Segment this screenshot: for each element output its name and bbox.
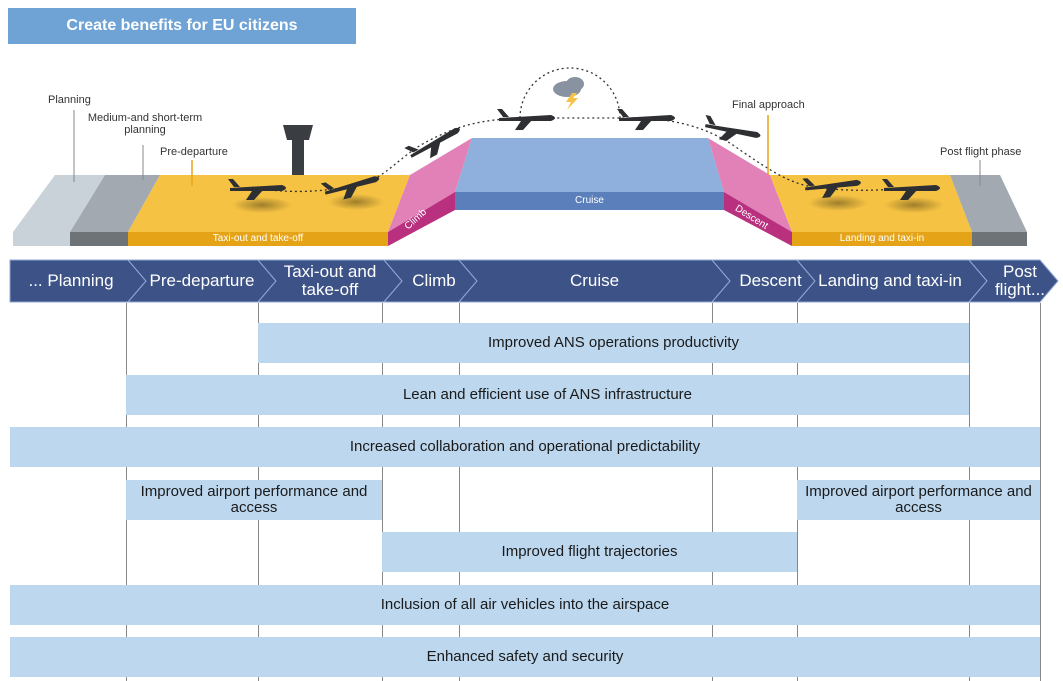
phase-post-flight: Post flight... (994, 262, 1046, 299)
benefit-airport-performance-arrival: Improved airport performance and access (797, 480, 1040, 520)
phase-cruise: Cruise (569, 271, 620, 290)
phase-planning: ... Planning (28, 271, 114, 290)
benefit-collaboration: Increased collaboration and operational … (10, 427, 1040, 467)
descent-ramp (708, 138, 792, 232)
pre-departure-label: Pre-departure (160, 146, 228, 158)
planning-label: Planning (48, 94, 91, 106)
benefit-flight-trajectories: Improved flight trajectories (382, 532, 797, 572)
final-approach-label: Final approach (732, 99, 805, 111)
phase-landing: Landing and taxi-in (818, 271, 962, 290)
benefit-ans-productivity: Improved ANS operations productivity (258, 323, 969, 363)
benefit-safety-security: Enhanced safety and security (10, 637, 1040, 677)
phase-climb: Climb (412, 271, 456, 290)
landing-bar-label: Landing and taxi-in (839, 233, 925, 244)
grid-line (459, 303, 460, 681)
benefit-airport-performance-departure: Improved airport performance and access (126, 480, 382, 520)
control-tower-icon (283, 125, 313, 175)
grid-line (712, 303, 713, 681)
post-flight-label: Post flight phase (940, 146, 1022, 158)
climb-ramp (388, 138, 472, 232)
phase-taxi-out: Taxi-out and take-off (283, 262, 377, 299)
benefit-ans-infrastructure: Lean and efficient use of ANS infrastruc… (126, 375, 969, 415)
medium-short-planning-label: Medium-and short-term planning (87, 112, 203, 136)
phase-descent: Descent (739, 271, 802, 290)
cruise-plateau (455, 138, 724, 192)
medium-planning-zone (70, 175, 160, 232)
page-title: Create benefits for EU citizens (8, 8, 356, 44)
post-flight-zone (950, 175, 1027, 232)
taxi-out-bar-label: Taxi-out and take-off (212, 233, 304, 244)
benefit-air-vehicles: Inclusion of all air vehicles into the a… (10, 585, 1040, 625)
planning-zone (13, 175, 105, 232)
storm-cloud-icon (553, 77, 584, 110)
flight-profile-diagram (13, 67, 1027, 246)
grid-line (382, 303, 383, 681)
phase-pre-departure: Pre-departure (149, 271, 255, 290)
airplane-icon (228, 109, 940, 200)
grid-line (1040, 303, 1041, 681)
cruise-bar-label: Cruise (575, 195, 604, 206)
phase-chevron-bar (9, 259, 1059, 303)
